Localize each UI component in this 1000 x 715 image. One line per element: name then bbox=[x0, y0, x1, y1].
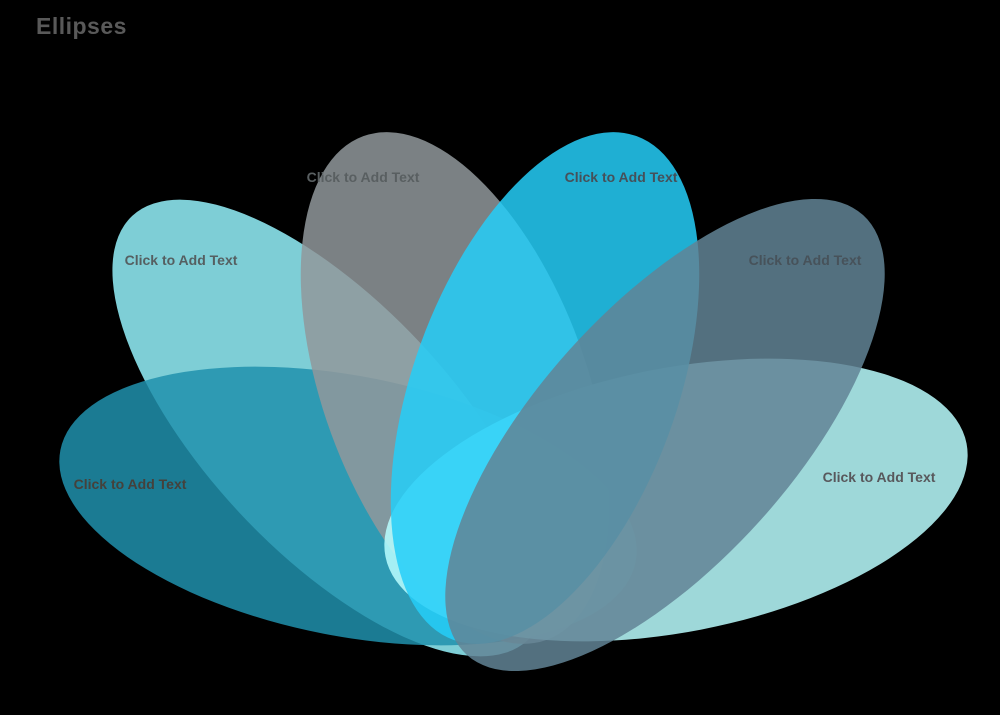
petal-upper-right-ellipse[interactable] bbox=[372, 129, 958, 715]
petal-upper-left-label[interactable]: Click to Add Text bbox=[124, 252, 238, 268]
page-title: Ellipses bbox=[36, 13, 127, 39]
petal-upper-middle-left-label[interactable]: Click to Add Text bbox=[306, 169, 420, 185]
petal-left-label[interactable]: Click to Add Text bbox=[73, 476, 187, 492]
petal-upper-right-label[interactable]: Click to Add Text bbox=[748, 252, 862, 268]
petal-upper-middle-right-label[interactable]: Click to Add Text bbox=[564, 169, 678, 185]
petal-right-label[interactable]: Click to Add Text bbox=[822, 469, 936, 485]
